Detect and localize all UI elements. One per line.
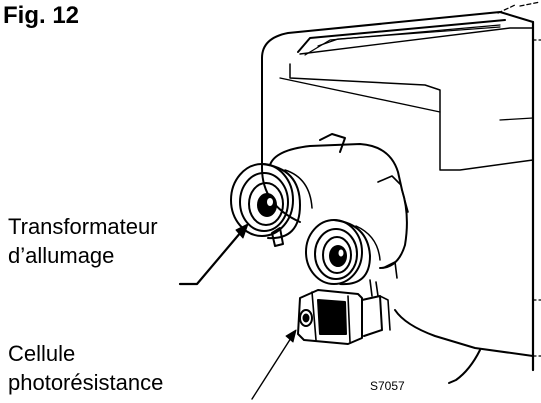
drawing-code: S7057 xyxy=(370,379,405,393)
figure-title: Fig. 12 xyxy=(3,2,80,29)
ignition-transformer-label: Transformateur d’allumage xyxy=(8,212,158,270)
photocell-component xyxy=(297,279,391,345)
photocell-label: Cellule photorésistance xyxy=(8,339,163,397)
ignition-transformer-terminal-left xyxy=(230,163,313,240)
ignition-label-line1: Transformateur xyxy=(8,214,158,239)
ignition-transformer-terminal-right xyxy=(305,219,381,286)
ignition-leader xyxy=(178,223,249,286)
burner-housing xyxy=(261,1,541,384)
photocell-leader xyxy=(251,329,297,400)
photocell-label-line1: Cellule xyxy=(8,341,76,366)
photocell-label-line2: photorésistance xyxy=(8,370,164,395)
ignition-label-line2: d’allumage xyxy=(8,243,115,268)
transformer-mount-plate xyxy=(269,133,409,279)
